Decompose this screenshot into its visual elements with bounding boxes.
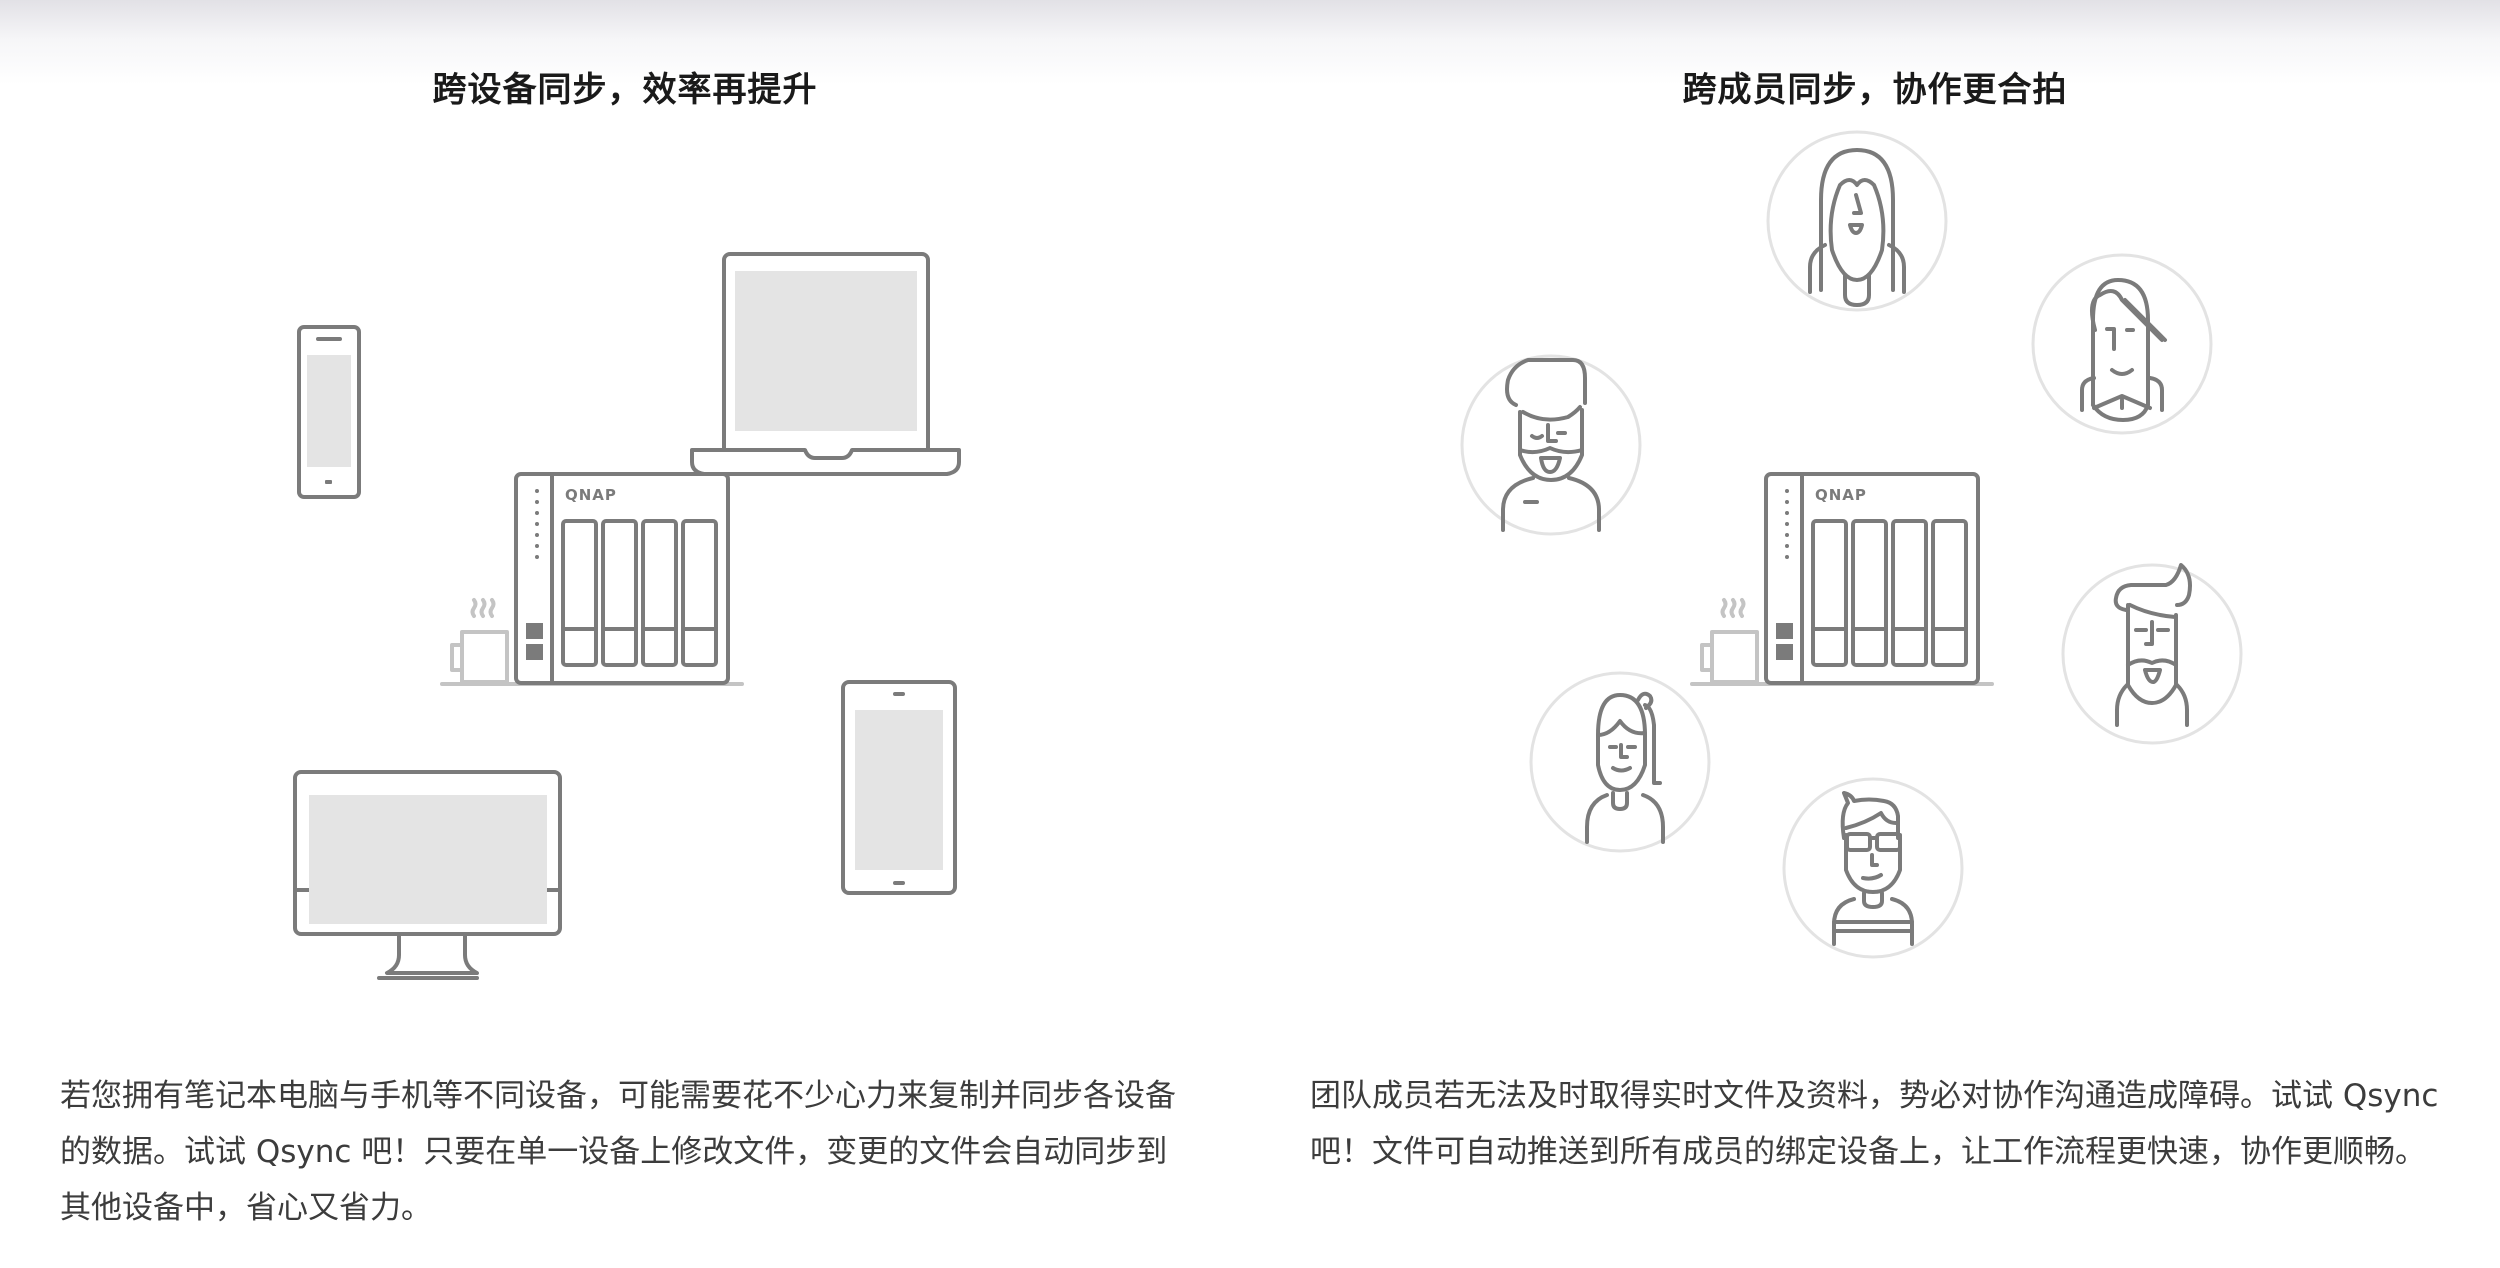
coffee-mug-icon [1690, 598, 1994, 686]
qnap-nas-icon: QNAP [1764, 472, 1980, 685]
laptop-icon [690, 252, 961, 476]
bearded-man-avatar-icon [1460, 354, 1642, 536]
nas-logo: QNAP [1815, 486, 1867, 504]
glasses-man-avatar-icon [1782, 777, 1964, 959]
qnap-nas-icon: QNAP [514, 472, 730, 685]
coffee-mug-icon [440, 598, 744, 686]
section-description: 团队成员若无法及时取得实时文件及资料，势必对协作沟通造成障碍。试试 Qsync … [1310, 1078, 2439, 1170]
nas-logo: QNAP [565, 486, 617, 504]
cross-member-sync-section: 跨成员同步，协作更合拍 [1250, 0, 2500, 1268]
section-title: 跨成员同步，协作更合拍 [1682, 70, 2068, 110]
cross-device-illustration: QNAP [293, 252, 961, 980]
tablet-icon [841, 680, 957, 895]
smartphone-icon [297, 325, 361, 499]
man-fringe-avatar-icon [2031, 253, 2213, 435]
section-title: 跨设备同步，效率再提升 [432, 70, 818, 110]
woman-long-hair-avatar-icon [1766, 130, 1948, 312]
hipster-bearded-man-avatar-icon [2061, 563, 2243, 745]
cross-member-illustration: QNAP [1460, 130, 2243, 959]
cross-device-sync-section: 跨设备同步，效率再提升 [60, 70, 1176, 1226]
ponytail-girl-avatar-icon [1529, 671, 1711, 853]
section-description: 若您拥有笔记本电脑与手机等不同设备，可能需要花不少心力来复制并同步各设备的数据。… [60, 1078, 1176, 1226]
desktop-monitor-icon [293, 770, 562, 980]
